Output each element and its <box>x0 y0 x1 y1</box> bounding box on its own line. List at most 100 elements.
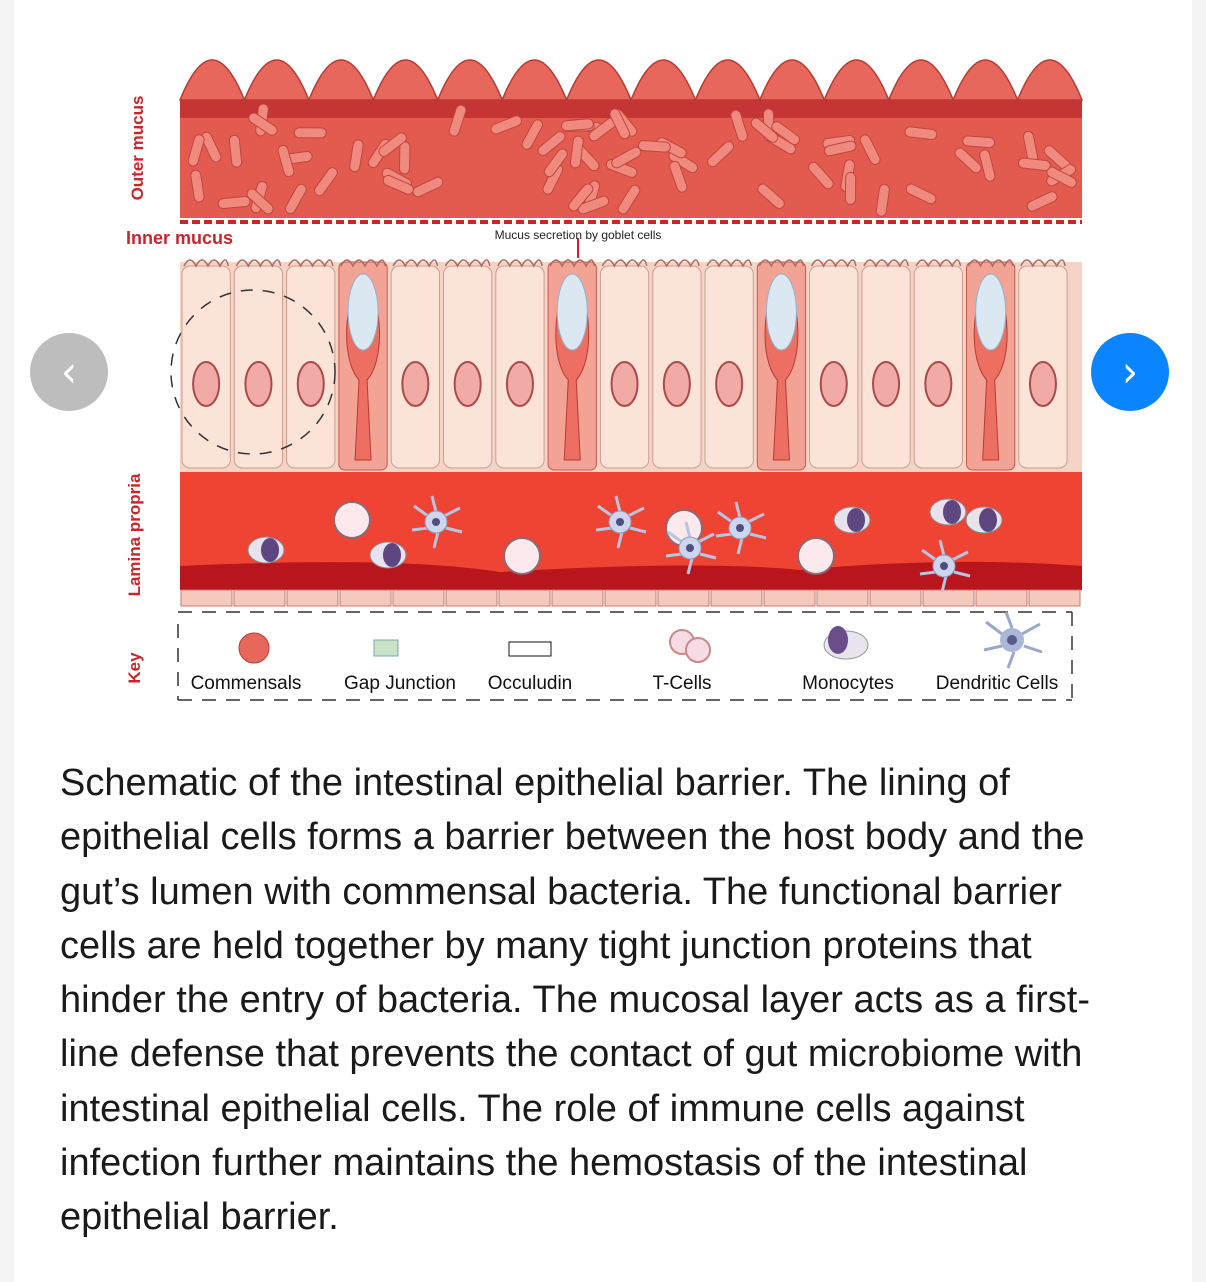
microvilli <box>444 259 491 268</box>
junction-highlight-circle <box>170 289 336 455</box>
bacterium <box>378 132 407 157</box>
basal-cell <box>869 589 922 607</box>
bacterium <box>284 183 307 215</box>
bacterium <box>248 112 278 136</box>
bacterium <box>543 148 568 178</box>
lamina-propria-label: Lamina propria <box>125 473 144 596</box>
cell-nucleus <box>924 361 953 407</box>
key-label-monocytes: Monocytes <box>802 673 894 694</box>
key-label-gap-junction: Gap Junction <box>344 673 456 694</box>
dendritic-cell <box>595 495 647 549</box>
monocyte-nucleus <box>979 508 997 532</box>
cell-nucleus <box>1028 361 1057 407</box>
bacterium <box>1026 191 1058 212</box>
microvilli <box>706 259 753 268</box>
cell-nucleus <box>819 361 848 407</box>
bacterium <box>730 109 748 142</box>
microvilli <box>549 259 596 268</box>
outer-mucus-dark-band <box>180 100 1082 118</box>
dendrite <box>665 521 717 575</box>
secretion-annotation: Mucus secretion by goblet cells <box>495 228 662 242</box>
key-box: Commensals Gap Junction Occuludin T-Cell… <box>177 611 1073 701</box>
microvilli <box>1020 259 1066 268</box>
bacterium <box>277 144 295 178</box>
bacterium <box>314 167 338 197</box>
monocyte-nucleus <box>261 538 279 562</box>
mucus-granules <box>347 273 379 351</box>
basal-cell-row <box>180 589 1081 607</box>
microvilli <box>967 259 1014 268</box>
bacterium <box>521 119 544 150</box>
previous-image-button[interactable]: ‹ <box>30 333 108 411</box>
monocyte-nucleus <box>943 500 961 524</box>
bacterium <box>349 139 364 173</box>
epithelial-layer <box>180 259 1082 472</box>
dendritic-nucleus <box>616 518 624 526</box>
basal-cell <box>816 589 869 607</box>
cell-nucleus <box>244 361 273 407</box>
bacterium <box>808 161 834 190</box>
chevron-right-icon: › <box>1122 346 1138 398</box>
microvilli <box>810 259 857 268</box>
basal-cell <box>763 589 816 607</box>
bacterium <box>490 115 523 135</box>
microvilli <box>183 259 230 268</box>
bacterium <box>228 134 243 168</box>
bacterium <box>293 127 327 139</box>
basal-cell <box>922 589 975 607</box>
basal-cell <box>1028 589 1081 607</box>
microvilli <box>392 259 439 268</box>
dendrite <box>715 501 767 555</box>
microvilli <box>340 259 386 268</box>
bacterium <box>1017 157 1051 172</box>
basal-cell <box>657 589 710 607</box>
bacterium <box>669 160 688 193</box>
dendritic-cell <box>411 495 463 549</box>
cell-nucleus <box>662 361 691 407</box>
cell-nucleus <box>610 361 639 407</box>
bacterium <box>905 183 937 205</box>
monocyte-key-nucleus <box>828 626 848 654</box>
inner-mucus-label: Inner mucus <box>126 228 233 248</box>
key-label-occludin: Occuludin <box>488 673 573 694</box>
cell-nucleus <box>192 361 221 407</box>
figure-caption: Schematic of the intestinal epithelial b… <box>60 762 1090 1239</box>
dendrite <box>595 495 647 549</box>
basal-cell <box>180 589 233 607</box>
bacterium <box>979 149 996 182</box>
t-cell <box>333 501 371 539</box>
microvilli <box>758 259 805 268</box>
bacterium <box>609 108 631 140</box>
next-image-button[interactable]: › <box>1091 333 1169 411</box>
key-label-commensals: Commensals <box>191 673 302 694</box>
microvilli <box>235 259 282 268</box>
basal-cell <box>604 589 657 607</box>
microvilli <box>601 259 648 268</box>
bacterium <box>875 183 890 217</box>
cell-nucleus <box>296 361 325 407</box>
microvilli <box>287 259 334 268</box>
key-label-tcells: T-Cells <box>652 673 711 694</box>
bacterium <box>823 140 857 157</box>
mucus-scallops <box>178 59 1084 103</box>
microvilli <box>915 259 962 268</box>
basal-cell <box>392 589 445 607</box>
basal-cell <box>710 589 763 607</box>
dendrite <box>919 539 971 593</box>
bacterium <box>637 140 671 153</box>
lamina-dark-band <box>180 561 1082 590</box>
bacterium <box>448 104 467 137</box>
key-label: Key <box>125 652 144 684</box>
tcell-key-icon-2 <box>685 637 711 663</box>
bacterium <box>962 135 996 149</box>
cell-nucleus <box>401 361 430 407</box>
basal-cell <box>339 589 392 607</box>
bacterium <box>844 171 857 205</box>
bacterium <box>200 131 222 163</box>
outer-mucus-layer <box>178 59 1084 218</box>
basal-cell <box>975 589 1028 607</box>
mucus-granules <box>975 273 1007 351</box>
bacterium <box>537 131 566 157</box>
dendrite <box>411 495 463 549</box>
cell-nucleus <box>453 361 482 407</box>
